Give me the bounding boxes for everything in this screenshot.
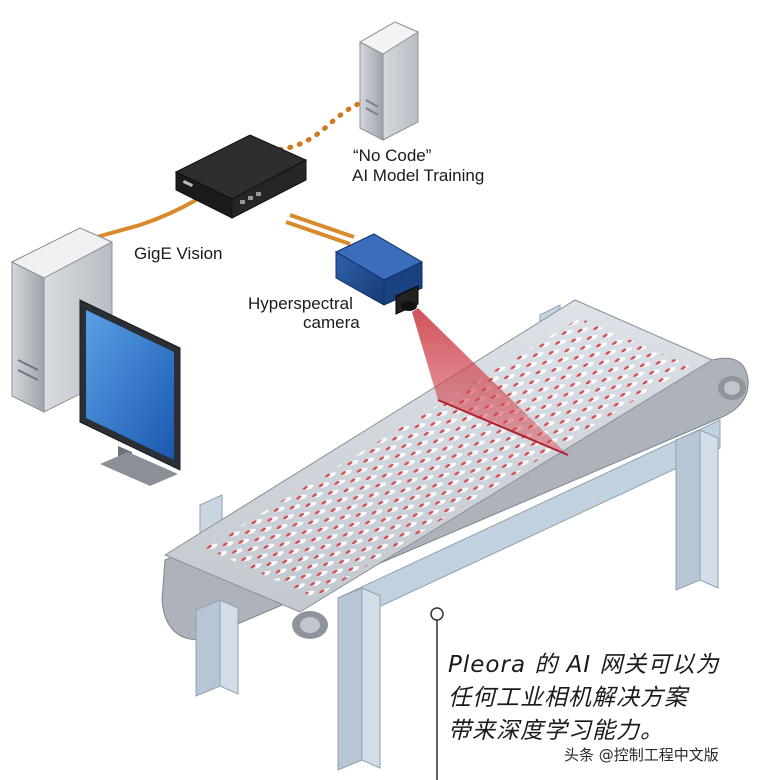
hyperspectral-camera (334, 233, 424, 315)
monitor (79, 299, 181, 486)
caption-line-2: 任何工业相机解决方案 (448, 685, 688, 711)
dotted-link (267, 101, 361, 153)
caption-line-3: 带来深度学习能力。 (448, 718, 664, 744)
gige-cable (71, 198, 197, 246)
workstation-tower (10, 227, 114, 413)
no-code-label-line1: “No Code” (353, 146, 432, 165)
no-code-label-line2: AI Model Training (352, 166, 485, 185)
watermark: 头条 @控制工程中文版 (560, 744, 723, 765)
camera-label-line2: camera (303, 313, 360, 332)
camera-label-line1: Hyperspectral (248, 294, 353, 313)
training-server (358, 21, 420, 141)
gige-vision-label: GigE Vision (134, 244, 223, 263)
laser-beam (412, 308, 569, 456)
camera-cables (285, 213, 355, 246)
caption: Pleora 的 AI 网关可以为 任何工业相机解决方案 带来深度学习能力。 (448, 649, 758, 748)
caption-line-1: Pleora 的 AI 网关可以为 (448, 652, 720, 678)
conveyor-belt (161, 299, 749, 641)
caption-pointer (430, 607, 444, 780)
ai-gateway (174, 134, 308, 219)
conveyor-front-frame (195, 419, 721, 771)
